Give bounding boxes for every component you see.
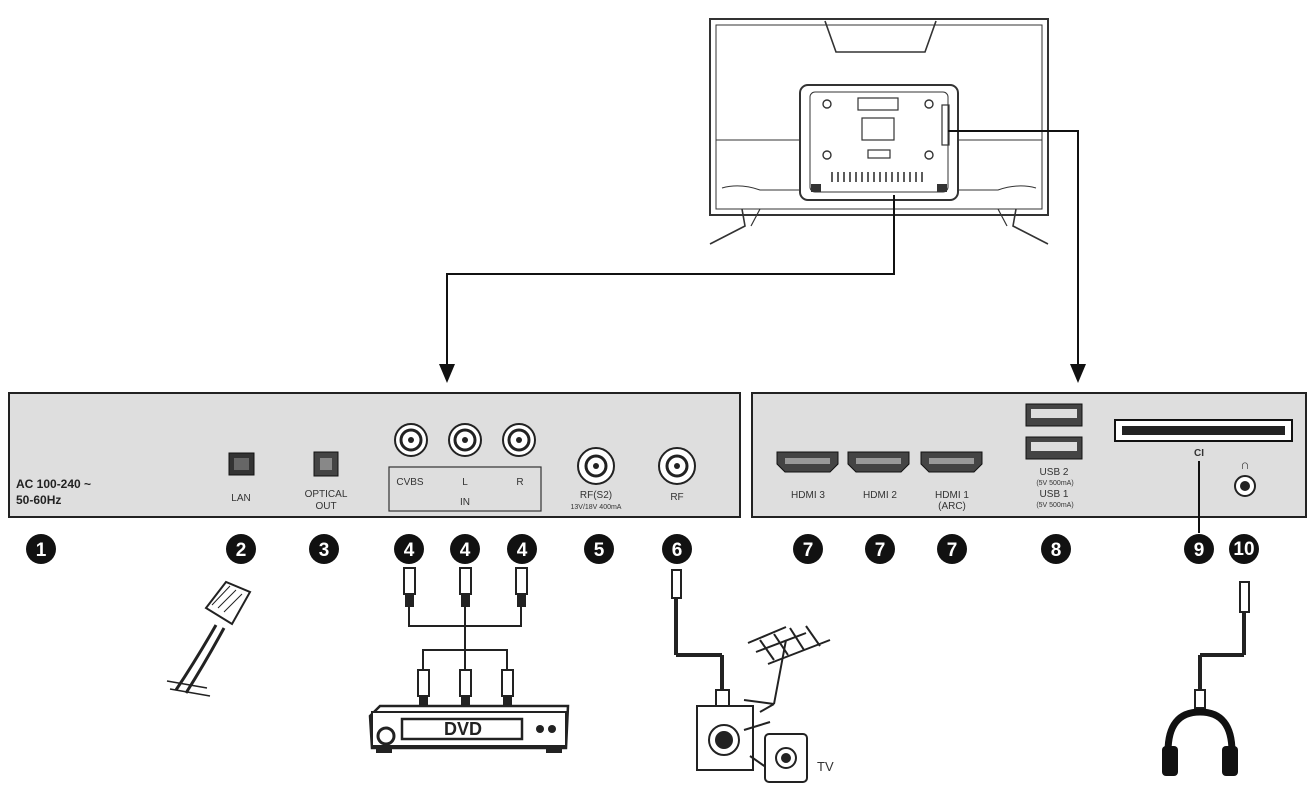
hdmi2-label: HDMI 2	[863, 490, 897, 501]
rca-jack-cvbs	[394, 423, 428, 457]
callout-1: 1	[26, 534, 56, 564]
optical-label-line1: OPTICAL	[305, 489, 348, 500]
optical-port	[313, 451, 339, 477]
svg-text:10: 10	[1233, 539, 1254, 560]
svg-text:4: 4	[517, 540, 528, 561]
antenna-cable	[671, 569, 730, 709]
svg-text:3: 3	[319, 540, 330, 561]
callout-7-hdmi2: 7	[865, 534, 895, 564]
rca-cable-plugs-top	[403, 567, 528, 607]
av-in-label-box	[388, 466, 542, 512]
rca-jack-right	[502, 423, 536, 457]
svg-text:7: 7	[875, 540, 886, 561]
svg-text:7: 7	[947, 540, 958, 561]
tv-back-illustration	[709, 18, 1049, 245]
headphone-jack: ∩	[1234, 457, 1256, 497]
usb2-sub-label: (5V 500mA)	[1036, 480, 1073, 487]
callout-4-cvbs: 4	[394, 534, 424, 564]
callout-6: 6	[662, 534, 692, 564]
pointer-arrows	[446, 130, 1079, 366]
lan-cable	[166, 580, 252, 697]
usb2-port	[1025, 403, 1083, 427]
power-spec-line2: 50-60Hz	[16, 493, 61, 507]
rf-s2-sub-label: 13V/18V 400mA	[571, 504, 622, 511]
audio-r-label: R	[516, 477, 523, 488]
headphone-cable	[1194, 581, 1250, 709]
antenna-icon	[743, 625, 831, 713]
hdmi3-label: HDMI 3	[791, 490, 825, 501]
callout-3: 3	[309, 534, 339, 564]
callout-4-left: 4	[450, 534, 480, 564]
hdmi1-label-line1: HDMI 1	[935, 490, 969, 501]
usb2-label: USB 2	[1040, 467, 1069, 478]
satellite-rf-port	[577, 447, 615, 485]
rca-jack-left	[448, 423, 482, 457]
callout-8: 8	[1041, 534, 1071, 564]
usb1-port	[1025, 436, 1083, 460]
svg-text:1: 1	[36, 540, 47, 561]
svg-text:2: 2	[236, 540, 247, 561]
callout-2: 2	[226, 534, 256, 564]
svg-text:9: 9	[1194, 540, 1205, 561]
callout-9: 9	[1184, 534, 1214, 564]
arrow-head-left	[439, 364, 455, 383]
arrow-head-right	[1070, 364, 1086, 383]
callout-7-hdmi3: 7	[793, 534, 823, 564]
rca-cable-wires	[408, 606, 522, 670]
headphones-icon	[1162, 708, 1238, 776]
svg-text:6: 6	[672, 540, 683, 561]
ci-card-slot	[1114, 419, 1293, 442]
svg-text:8: 8	[1051, 540, 1062, 561]
hdmi2-port	[847, 451, 910, 473]
rf-s2-label: RF(S2)	[580, 490, 612, 501]
usb1-sub-label: (5V 500mA)	[1036, 502, 1073, 509]
usb1-label: USB 1	[1040, 489, 1069, 500]
antenna-rf-port	[658, 447, 696, 485]
power-spec-line1: AC 100-240 ~	[16, 477, 91, 491]
callout-5: 5	[584, 534, 614, 564]
hdmi1-port	[920, 451, 983, 473]
callout-4-right: 4	[507, 534, 537, 564]
hdmi3-port	[776, 451, 839, 473]
callout-7-hdmi1: 7	[937, 534, 967, 564]
rca-cable-plugs-bottom	[417, 669, 514, 707]
ci-label: CI	[1194, 448, 1204, 459]
dvd-label: DVD	[444, 719, 482, 739]
tv-label: TV	[817, 759, 834, 774]
rf-label: RF	[670, 492, 683, 503]
headphone-symbol-icon: ∩	[1240, 457, 1249, 472]
lan-port	[228, 452, 255, 476]
callout-10: 10	[1229, 534, 1259, 564]
left-connector-panel: AC 100-240 ~ 50-60Hz LAN OPTICAL OUT	[8, 392, 741, 518]
cvbs-label: CVBS	[396, 477, 424, 488]
in-label: IN	[460, 497, 470, 508]
svg-text:4: 4	[460, 540, 471, 561]
optical-label-line2: OUT	[315, 501, 336, 512]
dvd-player	[368, 704, 570, 753]
svg-text:4: 4	[404, 540, 415, 561]
antenna-wall-socket-icon	[696, 705, 808, 783]
svg-text:5: 5	[594, 540, 605, 561]
right-connector-panel: HDMI 3 HDMI 2 HDMI 1 (ARC) USB 2 (5V 500…	[751, 392, 1307, 518]
audio-l-label: L	[462, 477, 468, 488]
lan-label: LAN	[231, 493, 250, 504]
svg-text:7: 7	[803, 540, 814, 561]
hdmi1-label-line2: (ARC)	[938, 501, 966, 512]
